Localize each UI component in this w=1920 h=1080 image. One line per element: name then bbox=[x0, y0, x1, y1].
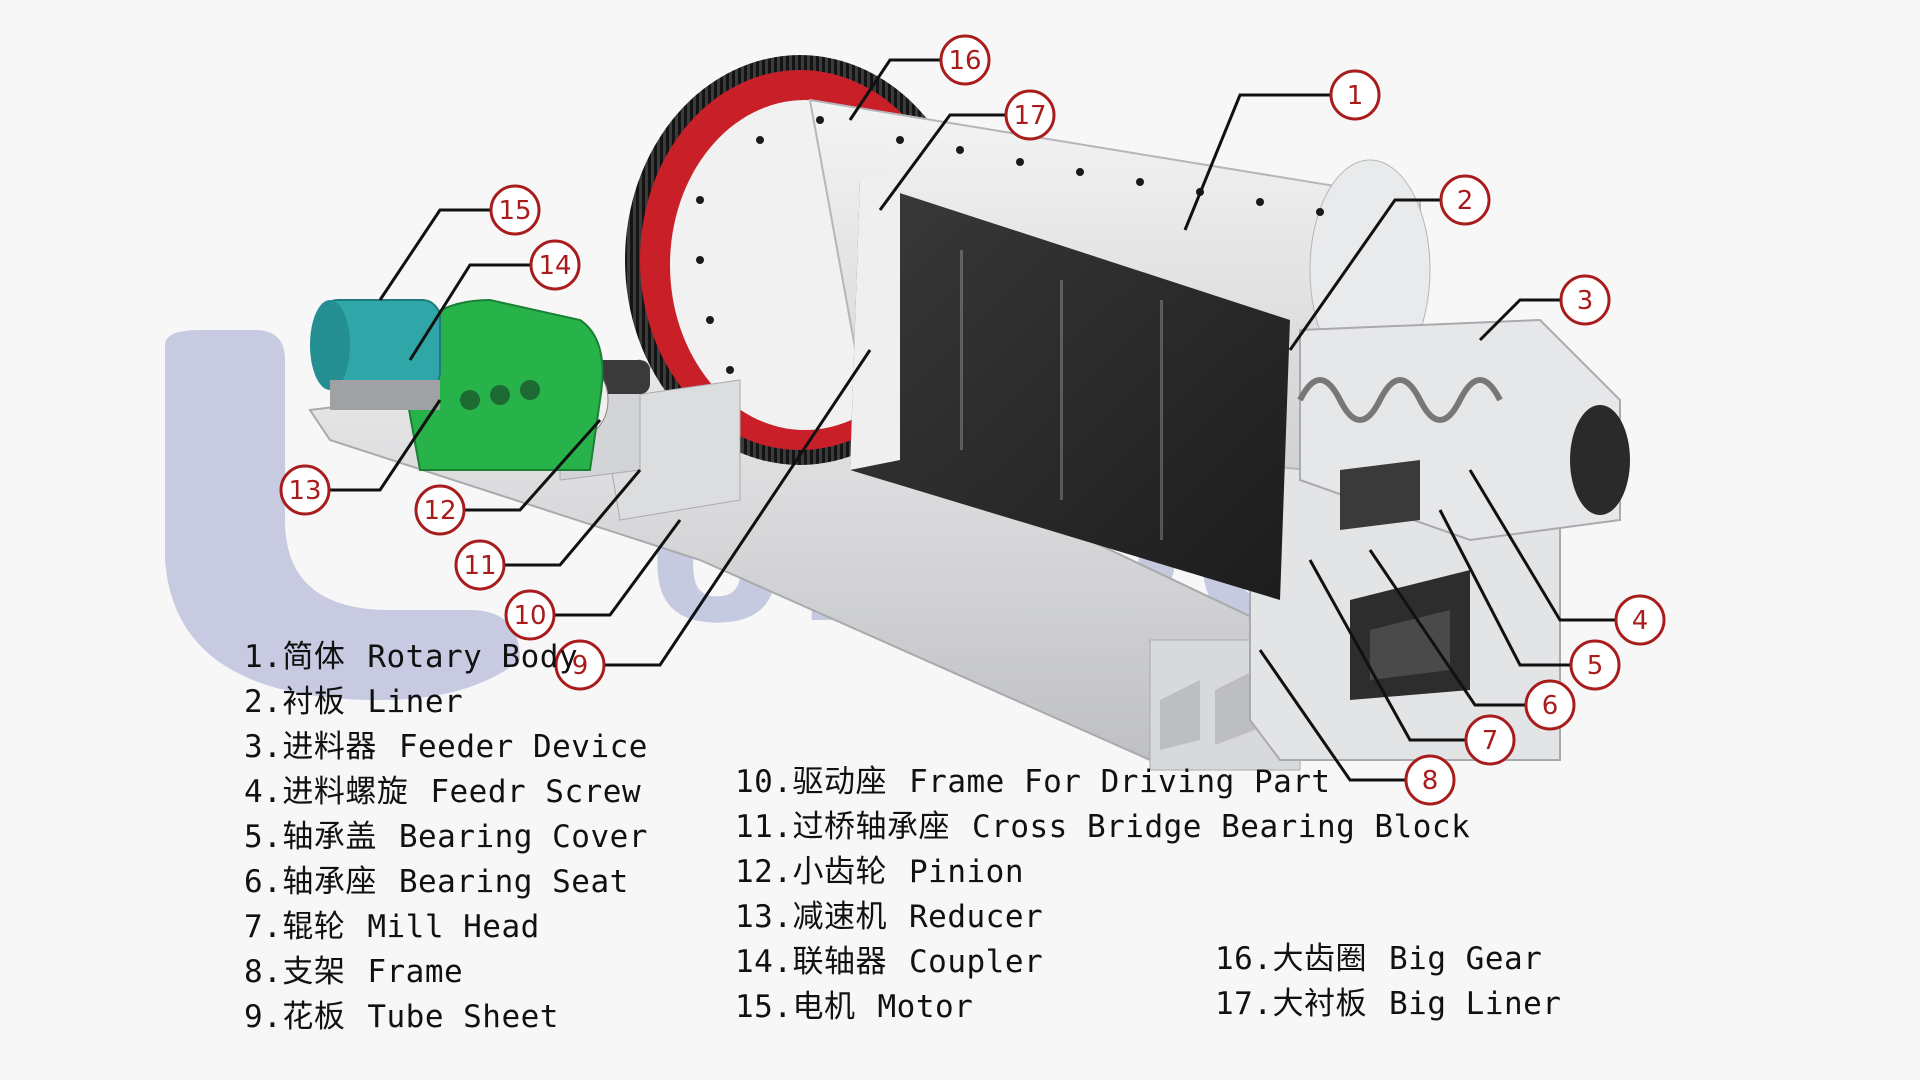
svg-text:14: 14 bbox=[538, 251, 571, 281]
svg-text:1: 1 bbox=[1347, 81, 1364, 111]
svg-text:6: 6 bbox=[1542, 691, 1559, 721]
svg-text:8: 8 bbox=[1422, 766, 1439, 796]
callout-7: 7 bbox=[1464, 714, 1516, 766]
callout-1: 1 bbox=[1329, 69, 1381, 121]
svg-text:17: 17 bbox=[1013, 101, 1046, 131]
callout-17: 17 bbox=[1004, 89, 1056, 141]
svg-text:13: 13 bbox=[288, 476, 321, 506]
callout-14: 14 bbox=[529, 239, 581, 291]
callout-15: 15 bbox=[489, 184, 541, 236]
svg-text:12: 12 bbox=[423, 496, 456, 526]
callout-5: 5 bbox=[1569, 639, 1621, 691]
callout-16: 16 bbox=[939, 34, 991, 86]
feeder-device bbox=[1297, 318, 1630, 542]
svg-text:2: 2 bbox=[1457, 186, 1474, 216]
callout-10: 10 bbox=[504, 589, 556, 641]
feed-screw bbox=[1297, 377, 1503, 423]
callout-markers: 1 2 3 4 5 6 7 8 9 10 11 12 13 14 15 16 1… bbox=[279, 34, 1666, 806]
svg-text:3: 3 bbox=[1577, 286, 1594, 316]
svg-text:5: 5 bbox=[1587, 651, 1604, 681]
svg-text:16: 16 bbox=[948, 46, 981, 76]
callout-2: 2 bbox=[1439, 174, 1491, 226]
svg-text:7: 7 bbox=[1482, 726, 1499, 756]
callout-3: 3 bbox=[1559, 274, 1611, 326]
motor bbox=[310, 299, 441, 410]
svg-text:4: 4 bbox=[1632, 606, 1649, 636]
svg-text:15: 15 bbox=[498, 196, 531, 226]
callout-6: 6 bbox=[1524, 679, 1576, 731]
svg-text:11: 11 bbox=[463, 551, 496, 581]
callout-13: 13 bbox=[279, 464, 331, 516]
svg-text:10: 10 bbox=[513, 601, 546, 631]
callout-9: 9 bbox=[554, 639, 606, 691]
reducer bbox=[398, 298, 604, 471]
leader-lines bbox=[330, 58, 1615, 782]
callout-4: 4 bbox=[1614, 594, 1666, 646]
callout-11: 11 bbox=[454, 539, 506, 591]
rotary-body bbox=[696, 98, 1431, 600]
callout-12: 12 bbox=[414, 484, 466, 536]
svg-text:9: 9 bbox=[572, 651, 589, 681]
callout-8: 8 bbox=[1404, 754, 1456, 806]
